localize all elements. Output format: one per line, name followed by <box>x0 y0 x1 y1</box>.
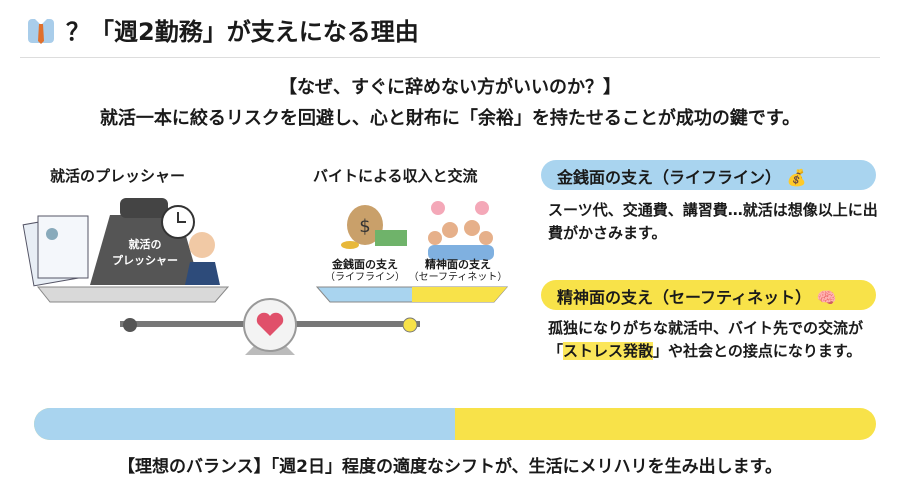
heart-icon <box>256 312 284 336</box>
svg-text:プレッシャー: プレッシャー <box>112 253 178 267</box>
balance-bar-money-portion <box>34 408 455 440</box>
svg-text:就活の: 就活の <box>129 237 162 251</box>
footer-text: 【理想のバランス】「週2日」程度の適度なシフトが、生活にメリハリを生み出します。 <box>118 457 782 477</box>
people-icon <box>428 201 494 260</box>
pressure-label: 就活のプレッシャー <box>50 167 186 185</box>
stressed-person-icon <box>185 232 220 285</box>
balance-scale-illustration: 就活の プレッシャー $ <box>22 198 509 355</box>
necktie-shirt-icon <box>28 18 54 44</box>
mental-support-text: 孤独になりがちな就活中、バイト先での交流が「ストレス発散」や社会との接点になりま… <box>548 319 864 360</box>
money-support-title: 金銭面の支え（ライフライン） 💰 <box>541 160 876 190</box>
divider <box>20 57 880 58</box>
documents-icon <box>22 215 89 287</box>
question-heading: 【なぜ、すぐに辞めない方がいいのか？】 <box>279 77 621 98</box>
money-support-text: スーツ代、交通費、講習費…就活は想像以上に出費がかさみます。 <box>548 201 878 242</box>
left-pan <box>36 286 230 303</box>
title-text: ？「週2勤務」が支えになる理由 <box>66 18 419 46</box>
clock-icon <box>161 205 195 239</box>
mental-support-caption: 精神面の支え（セーフティネット） <box>408 258 508 283</box>
page-title: ？「週2勤務」が支えになる理由 <box>26 12 419 47</box>
mental-support-title: 精神面の支え（セーフティネット） 🧠 <box>541 280 876 310</box>
money-support-caption: 金銭面の支え（ライフライン） <box>325 258 405 283</box>
answer-text: 就活一本に絞るリスクを回避し、心と財布に「余裕」を持たせることが成功の鍵です。 <box>99 108 801 129</box>
money-bag-icon: 💰 <box>786 168 807 187</box>
brain-icon: 🧠 <box>816 288 837 307</box>
svg-text:$: $ <box>359 216 370 237</box>
money-bag-icon: $ <box>341 205 407 249</box>
balance-bar <box>34 408 876 440</box>
income-label: バイトによる収入と交流 <box>313 167 478 185</box>
